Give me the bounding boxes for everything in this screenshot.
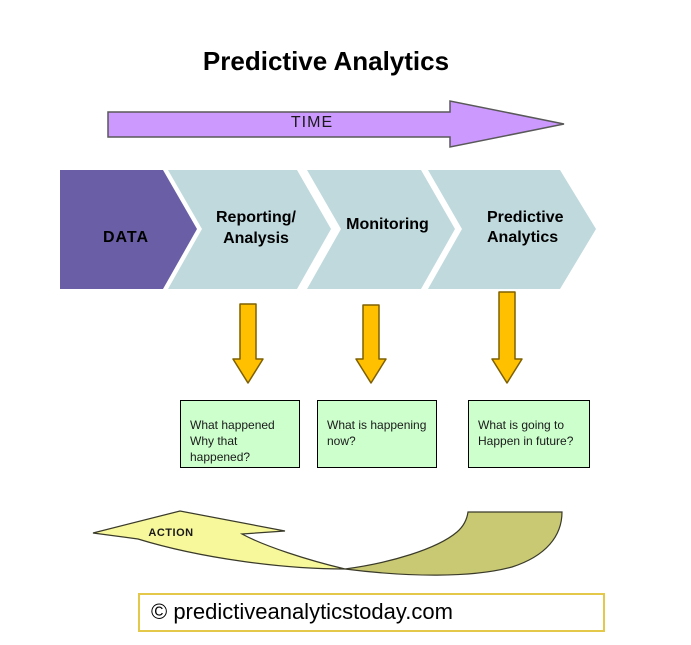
stage-label-line: Analytics — [487, 229, 559, 246]
question-box-3: What is going to Happen in future? — [468, 400, 590, 468]
stage-label-line: Predictive — [487, 209, 564, 226]
question-line: now? — [327, 434, 356, 448]
stage-label-data: DATA — [102, 229, 150, 246]
footer-text: © predictiveanalyticstoday.com — [151, 599, 453, 624]
stage-chevron-data — [60, 170, 197, 289]
question-line: Happen in future? — [478, 434, 574, 448]
down-arrow-1 — [232, 303, 264, 384]
time-arrow — [107, 100, 565, 148]
down-arrow-3 — [491, 291, 523, 384]
stage-label-line: Analysis — [223, 230, 289, 247]
stage-label-line: Reporting/ — [216, 209, 296, 226]
question-line: Why that happened? — [190, 434, 251, 464]
question-line: What happened — [190, 418, 275, 432]
action-arrow — [92, 510, 346, 570]
question-line: What is going to — [478, 418, 565, 432]
time-arrow-label: TIME — [290, 114, 334, 131]
action-swoosh-dark — [344, 511, 563, 576]
question-line: What is happening — [327, 418, 427, 432]
question-box-1: What happened Why that happened? — [180, 400, 300, 468]
diagram-title: Predictive Analytics — [202, 46, 450, 76]
stage-chevron-predictive-analytics — [428, 170, 596, 289]
question-box-2: What is happening now? — [317, 400, 437, 468]
stage-label-reporting-analysis: Reporting/ Analysis — [201, 207, 311, 249]
footer-box: © predictiveanalyticstoday.com — [138, 593, 605, 632]
down-arrow-2 — [355, 304, 387, 384]
stage-chevron-monitoring — [307, 170, 455, 289]
action-arrow-label: ACTION — [148, 527, 194, 539]
stage-label-predictive-analytics: Predictive Analytics — [487, 208, 597, 248]
stage-chevron-reporting-analysis — [168, 170, 331, 289]
stage-label-monitoring: Monitoring — [346, 216, 429, 233]
